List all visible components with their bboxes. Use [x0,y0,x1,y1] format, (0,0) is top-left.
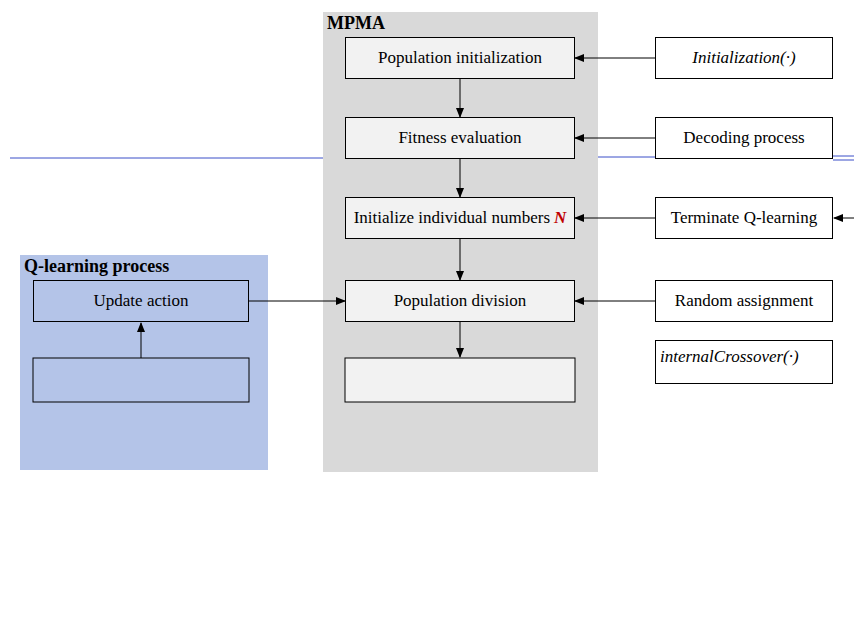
process-box: Random assignment [655,280,833,322]
label-line: Fitness evaluation [398,128,521,148]
label-line: Decoding process [683,128,804,148]
box-label: internalCrossover(·) [660,347,799,366]
group-panel: MPMA Population initializationFitness eva… [323,12,598,472]
box-label: Population division [394,291,527,310]
scan-line [598,157,655,158]
flow-arrow [834,218,854,219]
box-label: Update action [94,291,189,310]
label-line: Population initialization [378,48,542,68]
variable-symbol: N [554,208,566,227]
box-label: Initialization(·) [692,48,795,67]
label-line: Initialization(·) [692,48,795,68]
box-label: Population initialization [378,48,542,67]
scan-line [10,158,323,159]
label-line: Random assignment [675,291,813,311]
scan-line [833,160,854,161]
process-box: Population initialization [345,37,575,79]
panel-heading: MPMA [327,13,385,34]
label-line: Initialize individual numbersN [354,208,567,228]
process-box: Population division [345,280,575,322]
process-box: Initialization(·) [655,37,833,79]
label-line: Population division [394,291,527,311]
panel-heading: Q-learning process [24,256,169,277]
box-label: Terminate Q-learning [671,208,818,227]
process-box: Initialize individual numbersN [345,197,575,239]
box-label: Initialize individual numbers [354,208,550,227]
scan-line [833,156,854,157]
process-box: Update action [33,280,249,322]
process-box: Fitness evaluation [345,117,575,159]
label-line: internalCrossover(·) [660,347,799,367]
process-box: internalCrossover(·) [655,340,833,384]
box-label: Random assignment [675,291,813,310]
box-label: Decoding process [683,128,804,147]
group-panel: Q-learning processUpdate action [20,255,268,470]
label-line: Update action [94,291,189,311]
process-box: Decoding process [655,117,833,159]
box-label: Fitness evaluation [398,128,521,147]
process-box: Terminate Q-learning [655,197,833,239]
label-line: Terminate Q-learning [671,208,818,228]
